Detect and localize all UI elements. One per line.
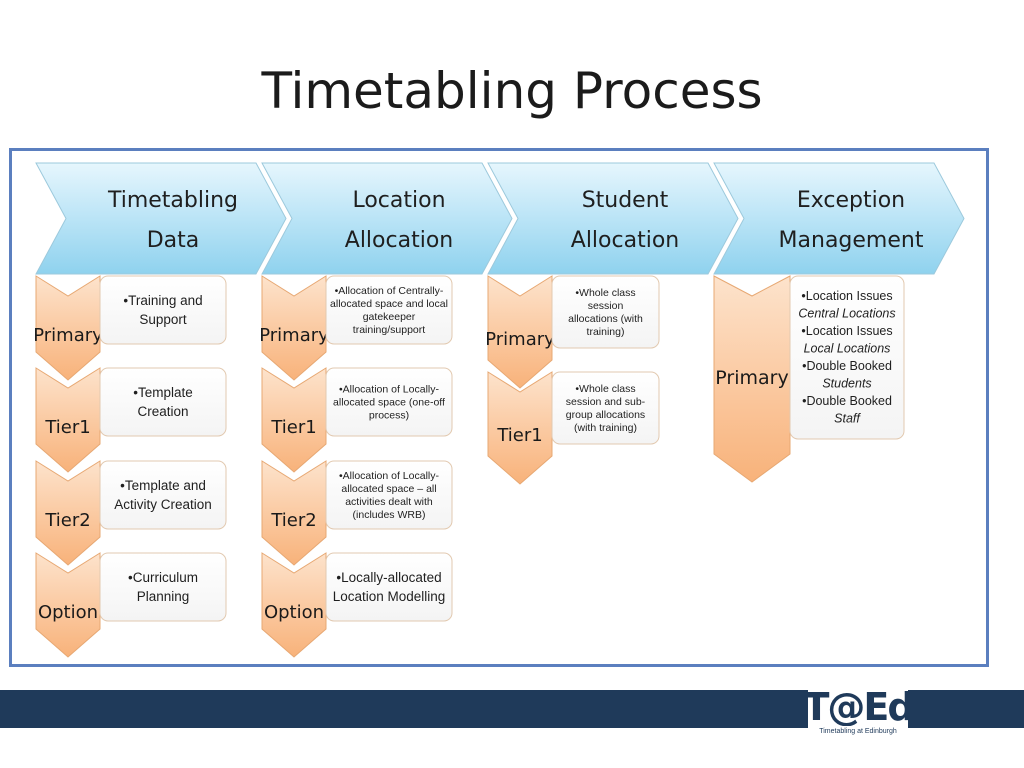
tier-chevron <box>35 275 101 381</box>
header-chevron <box>261 162 513 275</box>
content-line: Creation <box>137 404 188 419</box>
content-box <box>99 552 227 622</box>
content-line: •Double Booked <box>802 394 892 408</box>
tier-label: Primary <box>715 367 788 389</box>
tier-chevron <box>487 371 553 485</box>
content-box <box>325 552 453 622</box>
content-line: Support <box>139 312 187 327</box>
tier-label: Option <box>38 602 98 623</box>
header-chevron <box>487 162 739 275</box>
content-box <box>99 460 227 530</box>
content-line: •Whole class <box>575 383 635 395</box>
content-line: •Location Issues <box>801 289 892 303</box>
content-line: training) <box>587 326 625 338</box>
content-line: •Allocation of Locally- <box>339 470 439 482</box>
header-line: Exception <box>797 188 905 213</box>
tier-chevron <box>713 275 791 483</box>
content-line: •Allocation of Centrally- <box>335 285 444 297</box>
content-box <box>789 275 905 440</box>
content-line: group allocations <box>566 409 645 421</box>
content-line: •Locally-allocated <box>336 570 441 585</box>
tier-label: Primary <box>259 325 329 346</box>
logo: T@Ed Timetabling at Edinburgh <box>808 682 908 742</box>
tier-chevron <box>35 460 101 566</box>
header-line: Data <box>147 228 200 253</box>
content-line: •Whole class <box>575 287 635 299</box>
content-line: allocated space – all <box>341 483 436 495</box>
header-line: Management <box>779 228 924 253</box>
header-line: Timetabling <box>107 188 238 213</box>
content-box <box>99 367 227 437</box>
content-line: session and sub- <box>566 396 646 408</box>
content-line: activities dealt with <box>345 496 433 508</box>
header-line: Location <box>352 188 445 213</box>
tier-label: Tier1 <box>270 417 316 438</box>
content-line: process) <box>369 410 409 422</box>
content-line-italic: Staff <box>834 412 861 426</box>
tier-chevron <box>261 367 327 473</box>
tier-chevron <box>35 552 101 658</box>
content-line: Location Modelling <box>333 589 446 604</box>
logo-tagline: Timetabling at Edinburgh <box>819 728 897 735</box>
content-line: allocated space and local <box>330 298 448 310</box>
content-line-italic: Central Locations <box>798 307 895 321</box>
tier-chevron <box>261 275 327 381</box>
content-line: •Location Issues <box>801 324 892 338</box>
tier-chevron <box>35 367 101 473</box>
content-box <box>99 275 227 345</box>
logo-mark: T@Ed <box>808 685 908 726</box>
content-line: session <box>588 300 624 312</box>
content-line: •Double Booked <box>802 359 892 373</box>
content-box <box>551 275 660 349</box>
content-line: Activity Creation <box>114 497 212 512</box>
header-line: Student <box>582 188 669 213</box>
header-line: Allocation <box>571 228 679 253</box>
content-line-italic: Students <box>822 377 871 391</box>
content-line: •Allocation of Locally- <box>339 384 439 396</box>
content-box <box>325 275 453 345</box>
content-box <box>325 460 453 530</box>
tier-chevron <box>261 460 327 566</box>
header-chevron <box>713 162 965 275</box>
content-line: (includes WRB) <box>353 509 426 521</box>
content-box <box>551 371 660 445</box>
header-line: Allocation <box>345 228 453 253</box>
header-chevron <box>35 162 287 275</box>
content-line: •Training and <box>123 293 202 308</box>
content-line: allocated space (one-off <box>333 397 445 409</box>
content-box <box>325 367 453 437</box>
slide-title: Timetabling Process <box>261 62 763 120</box>
tier-label: Tier2 <box>270 510 316 531</box>
tier-label: Tier1 <box>496 425 542 446</box>
content-line: •Template <box>133 385 193 400</box>
tier-chevron <box>487 275 553 389</box>
content-line: (with training) <box>574 422 637 434</box>
tier-label: Primary <box>485 329 555 350</box>
tier-label: Tier2 <box>44 510 90 531</box>
tier-label: Primary <box>33 325 103 346</box>
tier-chevron <box>261 552 327 658</box>
logo-text: T@Ed <box>808 685 908 726</box>
content-line: •Curriculum <box>128 570 198 585</box>
tier-label: Tier1 <box>44 417 90 438</box>
content-line: training/support <box>353 324 425 336</box>
content-line: Planning <box>137 589 190 604</box>
content-line: gatekeeper <box>363 311 416 323</box>
tier-label: Option <box>264 602 324 623</box>
content-line: allocations (with <box>568 313 643 325</box>
content-line: •Template and <box>120 478 206 493</box>
content-line-italic: Local Locations <box>804 342 891 356</box>
